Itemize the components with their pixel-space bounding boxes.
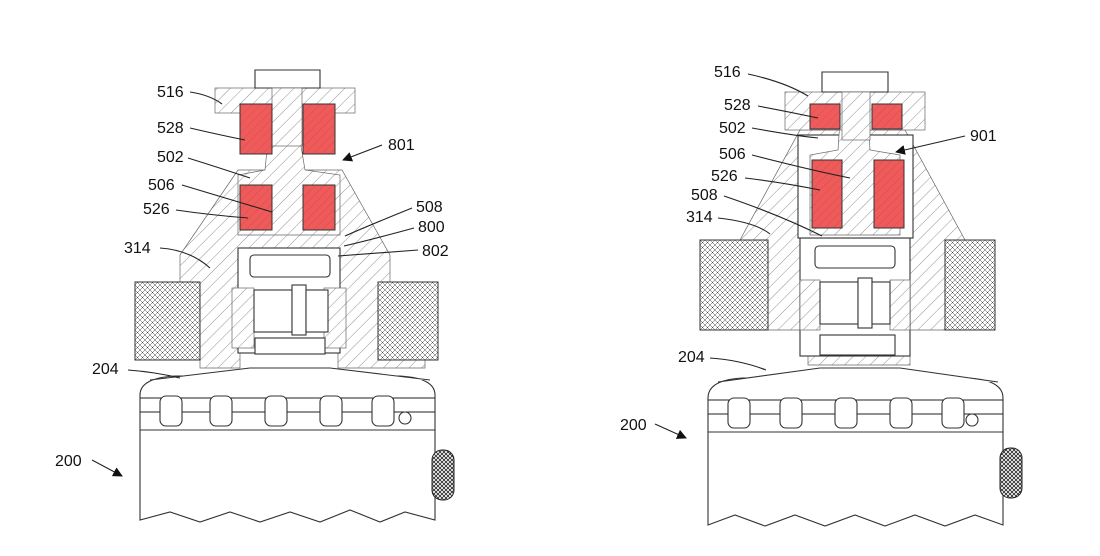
- right-label-901: 901: [970, 128, 997, 145]
- right-port-right: [944, 239, 996, 331]
- right-coil-526b: [873, 159, 905, 229]
- left-housing-200: [139, 429, 455, 523]
- left-view: 516 528 502 506 526 314 801 508 800 802 …: [55, 69, 455, 523]
- right-label-516: 516: [714, 64, 741, 81]
- left-label-516: 516: [157, 84, 184, 101]
- right-leaders: [654, 73, 966, 439]
- left-coil-528a: [239, 103, 273, 155]
- left-label-800: 800: [418, 219, 445, 236]
- right-label-204: 204: [678, 349, 705, 366]
- right-label-200: 200: [620, 417, 647, 434]
- left-port-right: [377, 281, 439, 361]
- left-label-802: 802: [422, 243, 449, 260]
- right-housing-200: [707, 431, 1023, 527]
- left-cap-516: [214, 69, 356, 147]
- right-label-528: 528: [724, 97, 751, 114]
- left-valve-internals: [231, 247, 347, 355]
- left-label-508: 508: [416, 199, 443, 216]
- right-ring: [707, 367, 1004, 433]
- left-label-526: 526: [143, 201, 170, 218]
- left-label-506: 506: [148, 177, 175, 194]
- left-label-204: 204: [92, 361, 119, 378]
- left-label-502: 502: [157, 149, 184, 166]
- right-label-506: 506: [719, 146, 746, 163]
- right-label-508: 508: [691, 187, 718, 204]
- right-valve-internals: [799, 237, 911, 357]
- right-coil-528a: [809, 103, 841, 130]
- right-coil-528b: [871, 103, 903, 130]
- left-coil-528b: [302, 103, 336, 155]
- left-label-314: 314: [124, 240, 151, 257]
- left-leaders: [91, 91, 419, 477]
- right-cap-516: [784, 71, 926, 141]
- left-label-200: 200: [55, 453, 82, 470]
- right-label-502: 502: [719, 120, 746, 137]
- right-view: 516 528 502 506 526 508 314 901 204 200: [620, 64, 1023, 527]
- right-label-526: 526: [711, 168, 738, 185]
- right-port-left: [699, 239, 769, 331]
- left-label-528: 528: [157, 120, 184, 137]
- left-label-801: 801: [388, 137, 415, 154]
- left-coil-526b: [302, 184, 336, 231]
- right-coil-526a: [811, 159, 843, 229]
- right-label-314: 314: [686, 209, 713, 226]
- left-port-left: [134, 281, 201, 361]
- left-ring: [139, 367, 436, 431]
